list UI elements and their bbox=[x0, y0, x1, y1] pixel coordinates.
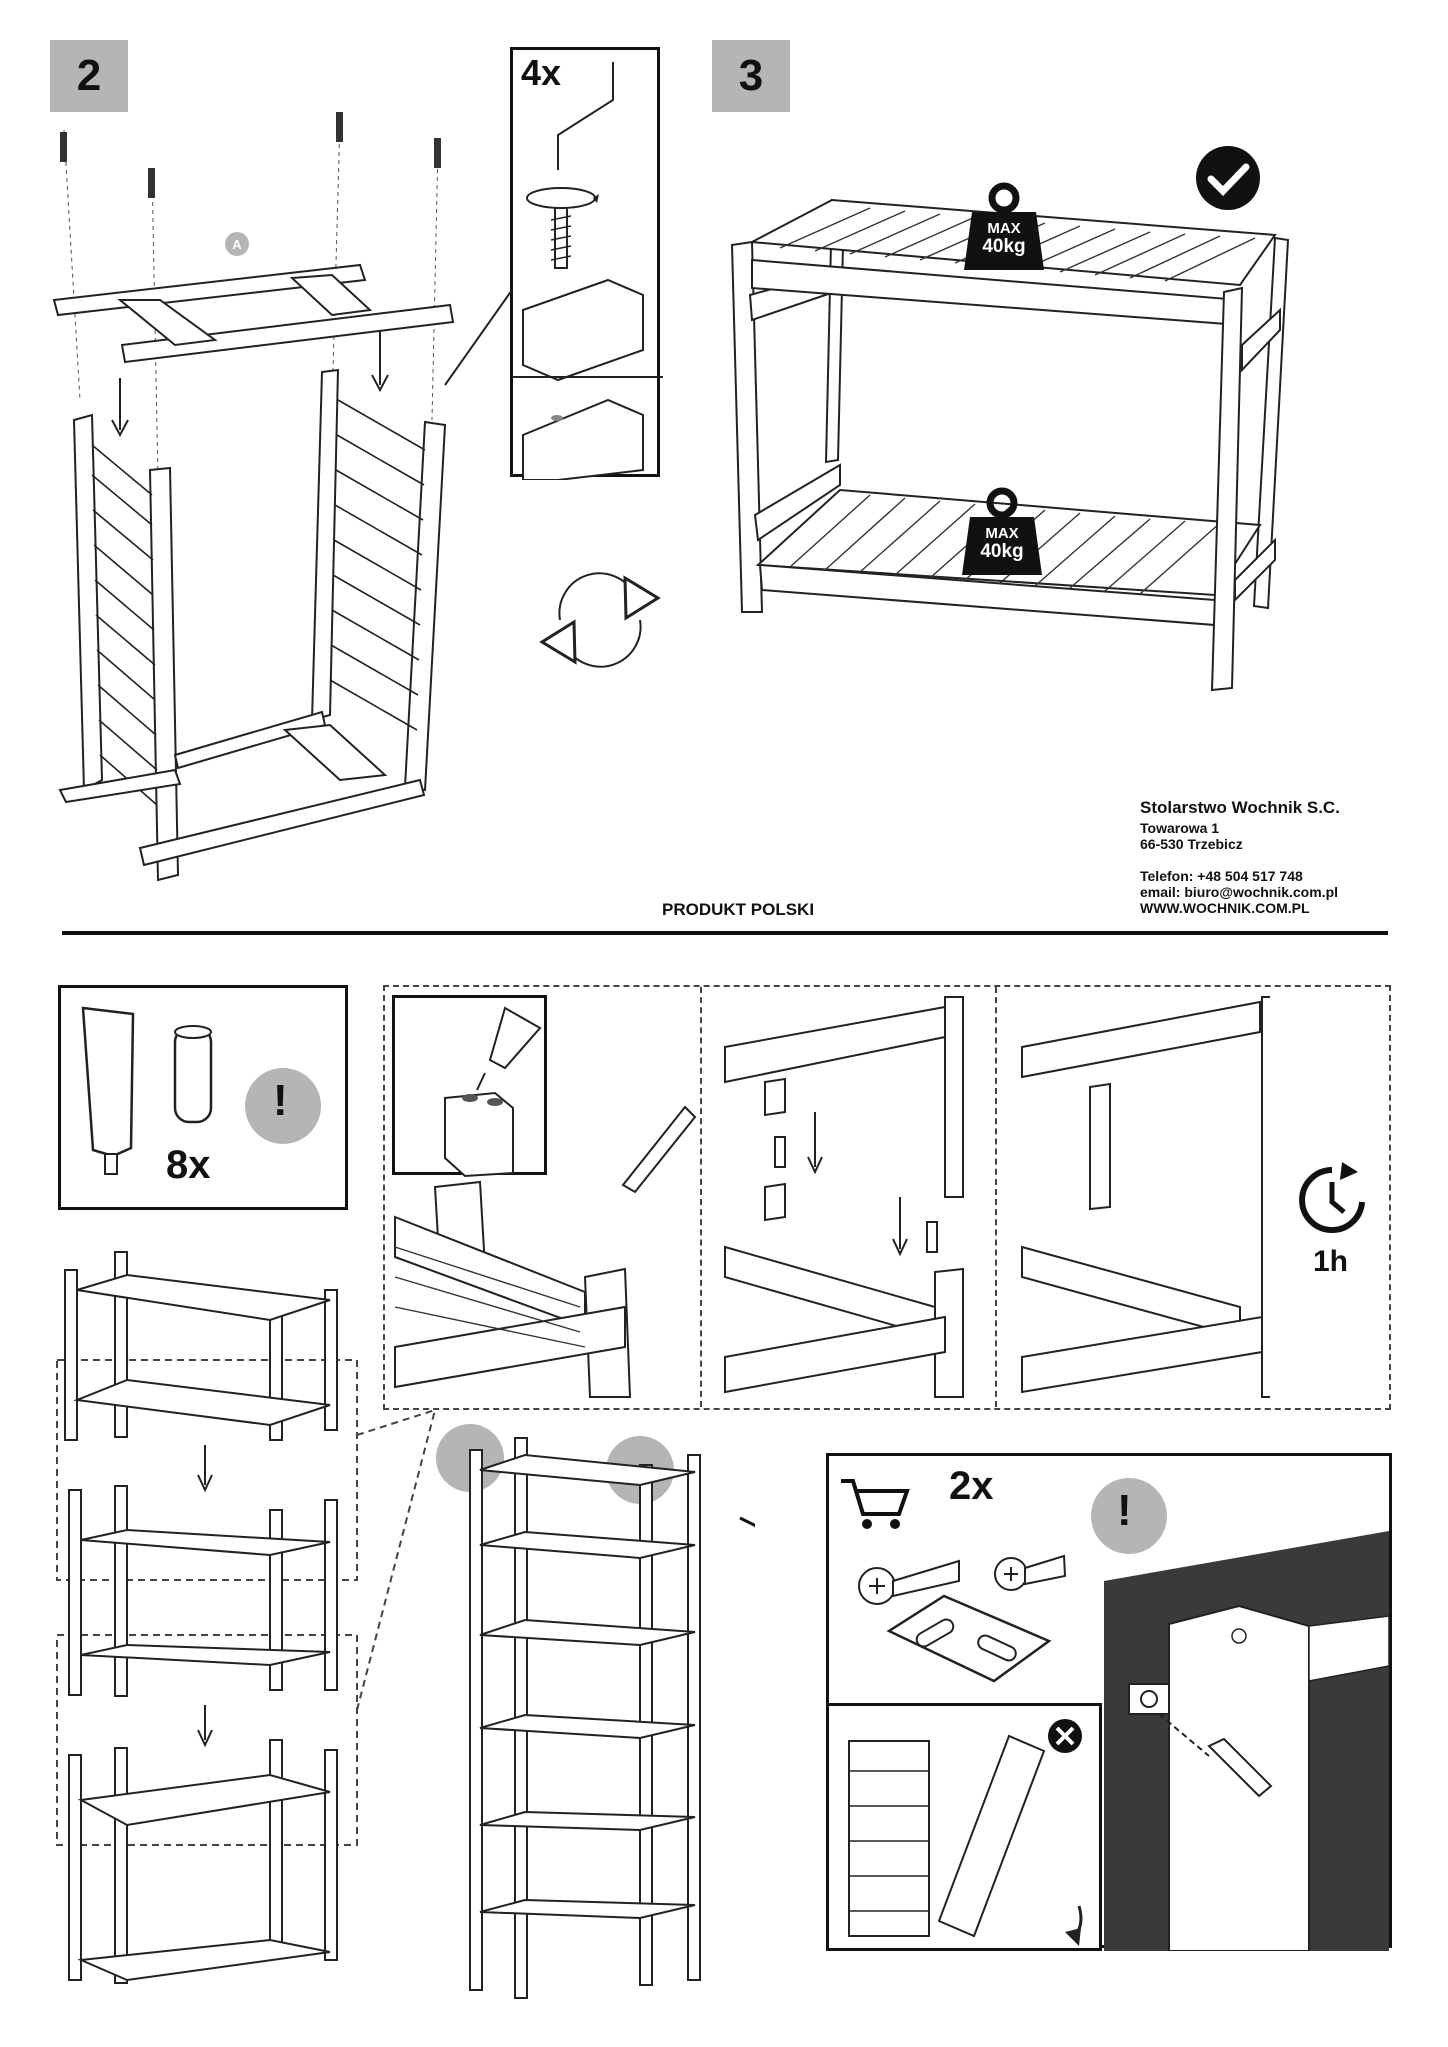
left-side-panel bbox=[72, 413, 180, 882]
clock-icon bbox=[1299, 1162, 1365, 1233]
screw-quantity: 4x bbox=[521, 52, 562, 93]
company-email: email: biuro@wochnik.com.pl bbox=[1140, 884, 1339, 900]
company-phone: Telefon: +48 504 517 748 bbox=[1140, 868, 1303, 884]
company-city: 66-530 Trzebicz bbox=[1140, 836, 1243, 852]
glue-inset-box bbox=[392, 995, 547, 1178]
panel-divider bbox=[995, 987, 997, 1407]
wall-fixing-box: 2x ! bbox=[826, 1453, 1392, 1951]
step-3-badge: 3 bbox=[712, 40, 790, 112]
glue-step-3-illustration bbox=[1021, 996, 1270, 1398]
weight-label-max: MAX bbox=[987, 220, 1021, 237]
panel-divider bbox=[700, 987, 702, 1407]
weight-label-max: MAX bbox=[985, 525, 1019, 542]
part-a-label: A bbox=[232, 236, 242, 252]
wall-fixing-illustration bbox=[841, 1478, 1390, 1951]
top-frame-a bbox=[52, 263, 455, 364]
weight-icon bbox=[964, 182, 1044, 270]
glue-steps-panel bbox=[383, 985, 1391, 1410]
weight-label-value: 40kg bbox=[982, 236, 1026, 257]
callout-pointer bbox=[444, 289, 513, 386]
dowel-glue-box: 8x ! bbox=[58, 985, 348, 1210]
dry-time-label: 1h bbox=[1313, 1245, 1349, 1278]
tipping-shelf-illustration bbox=[848, 1719, 1083, 1946]
screw-detail-icon bbox=[513, 62, 663, 480]
step-2-badge: 2 bbox=[50, 40, 128, 112]
bottom-frame bbox=[58, 710, 426, 867]
section-divider bbox=[62, 931, 1388, 935]
part-a-badge: A bbox=[225, 232, 249, 256]
warning-icon: ! bbox=[1117, 1486, 1132, 1535]
bottom-shelf-weight-badge: MAX 40kg bbox=[962, 485, 1042, 580]
weight-label-value: 40kg bbox=[980, 541, 1024, 562]
company-name: Stolarstwo Wochnik S.C. bbox=[1140, 798, 1340, 817]
checkmark-icon bbox=[1196, 146, 1260, 210]
rotate-icon bbox=[539, 572, 661, 668]
dowel-quantity: 8x bbox=[166, 1143, 211, 1187]
step-number: 3 bbox=[738, 51, 764, 100]
glue-and-dowel-icons bbox=[81, 1006, 321, 1175]
screw-callout-box: 4x bbox=[510, 47, 663, 480]
glue-step-1-illustration bbox=[394, 1105, 697, 1398]
cross-icon bbox=[1048, 1719, 1082, 1753]
warning-icon: ! bbox=[273, 1076, 288, 1125]
company-website: WWW.WOCHNIK.COM.PL bbox=[1140, 900, 1310, 916]
cart-icon bbox=[841, 1479, 910, 1529]
module-stacking-illustration bbox=[56, 1251, 755, 1999]
glue-step-2-illustration bbox=[724, 996, 964, 1398]
weight-icon bbox=[962, 487, 1042, 575]
company-street: Towarowa 1 bbox=[1140, 820, 1220, 836]
origin-label: PRODUKT POLSKI bbox=[662, 900, 815, 919]
bracket-quantity: 2x bbox=[949, 1464, 994, 1508]
step-number: 2 bbox=[76, 51, 102, 100]
company-info: Stolarstwo Wochnik S.C. Towarowa 1 66-53… bbox=[1140, 798, 1430, 916]
glue-hole-detail bbox=[444, 1006, 542, 1178]
step-2-illustration bbox=[52, 112, 455, 882]
right-side-panel bbox=[310, 368, 447, 792]
tipping-warning-inset bbox=[826, 1703, 1102, 1951]
top-shelf-weight-badge: MAX 40kg bbox=[964, 180, 1044, 275]
